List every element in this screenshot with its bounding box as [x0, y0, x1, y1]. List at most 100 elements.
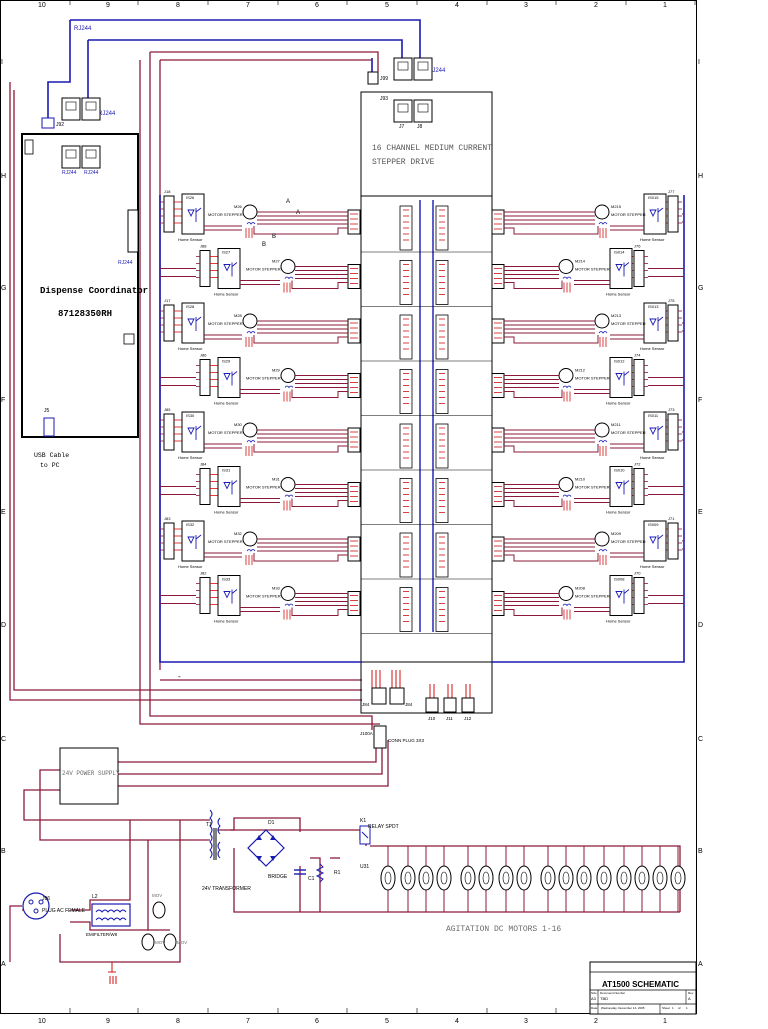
home-sensor-ref: IS32 — [186, 522, 195, 527]
border-col-top: 10 — [38, 2, 46, 9]
driver-channel-connector — [491, 427, 505, 453]
title-block-doc: TBD — [600, 996, 608, 1001]
border-row-right: D — [698, 622, 703, 629]
border-col-top: 4 — [455, 2, 459, 9]
signal-bus — [159, 195, 685, 663]
agitation-dc-motor — [670, 846, 686, 912]
driver-channel-connector — [347, 318, 361, 344]
driver-channel-connector — [347, 209, 361, 235]
border-row-right: H — [698, 173, 703, 180]
stepper-driver: 16 CHANNEL MEDIUM CURRENT STEPPER DRIVE — [347, 91, 505, 714]
home-sensor-label: Home Sensor — [214, 401, 239, 406]
motor-label: MOTOR STEPPER — [246, 376, 281, 381]
conn-j84-right: J84 — [405, 702, 413, 707]
sensor-connector-ref: J86 — [200, 353, 207, 358]
border-col-bottom: 9 — [106, 1018, 110, 1024]
bridge-rectifier: D1 BRIDGE — [247, 820, 288, 880]
title-block-doc-label: Document Number — [600, 991, 625, 995]
sensor-connector — [199, 250, 211, 287]
home-sensor-ref: IS31 — [222, 468, 231, 473]
motor-ref: M213 — [611, 313, 622, 318]
motor-label: MOTOR STEPPER — [575, 485, 610, 490]
transformer: T1 24V TRANSFORMER — [202, 809, 251, 892]
usb-connector-label: J5 — [44, 408, 50, 414]
dash-mark: - — [178, 672, 181, 681]
agitation-dc-motor — [652, 846, 668, 912]
coord-side-connector — [127, 209, 139, 253]
motor-label: MOTOR STEPPER — [208, 212, 243, 217]
power-supply: 24V POWER SUPPLY — [59, 747, 120, 805]
coord-jack — [41, 117, 55, 129]
home-sensor-ref: IS33 — [222, 577, 231, 582]
sensor-connector — [667, 413, 679, 451]
title-block-sheet: 1 — [672, 1006, 674, 1010]
border-col-bottom: 1 — [663, 1018, 667, 1024]
rj-jack-drv-2 — [413, 99, 433, 123]
conn-j11: J11 — [446, 716, 453, 721]
driver-channel-connector — [347, 591, 361, 616]
plug-ref: J96 — [42, 896, 50, 902]
conn-j12: J12 — [464, 716, 472, 721]
motor-ref: M210 — [575, 477, 586, 482]
title-block-size: A3 — [591, 996, 597, 1001]
rj-jack-label-j7: J7 — [399, 124, 405, 130]
sensor-connector-ref: J75 — [668, 298, 675, 303]
agitation-dc-motor — [576, 846, 592, 912]
sensor-connector — [163, 522, 175, 560]
border-col-bottom: 5 — [385, 1018, 389, 1024]
driver-channel-connector — [491, 318, 505, 344]
motor-label: MOTOR STEPPER — [575, 376, 610, 381]
rj-mid-label: RJ244 — [98, 111, 116, 117]
power-wiring — [9, 51, 681, 963]
title-block-sheets: 1 — [686, 1006, 688, 1010]
home-sensor-ref: IS011 — [648, 413, 659, 418]
sensor-connector-ref: J83 — [164, 516, 171, 521]
border-col-top: 7 — [246, 2, 250, 9]
sensor-connector-ref: J74 — [634, 353, 641, 358]
mov-label-2: MOV — [155, 940, 165, 945]
home-sensor-ref: IS009 — [648, 522, 659, 527]
border-col-bottom: 10 — [38, 1018, 46, 1024]
driver-header — [435, 369, 449, 414]
coord-side-rj-label: RJ244 — [118, 260, 133, 266]
home-sensor-label: Home Sensor — [640, 564, 665, 569]
driver-bottom-connectors: J84 J84 J10 J11 J12 J100A CONN PLUG 3X3 — [360, 670, 475, 749]
bridge-ref: D1 — [268, 820, 275, 826]
sensor-connector-ref: J18 — [164, 189, 171, 194]
driver-channel-connector — [491, 482, 505, 507]
motor-label: MOTOR STEPPER — [575, 267, 610, 272]
sensor-connector — [633, 250, 645, 287]
plug-label: PLUG AC FEMALE — [42, 908, 86, 914]
border-col-bottom: 6 — [315, 1018, 319, 1024]
motor-label: MOTOR STEPPER — [208, 430, 243, 435]
home-sensor-label: Home Sensor — [178, 455, 203, 460]
driver-header — [435, 423, 449, 469]
sensor-connector — [633, 577, 645, 614]
border-row-right: B — [698, 848, 703, 855]
driver-header — [399, 423, 413, 469]
motor-label: MOTOR STEPPER — [208, 321, 243, 326]
title-block-size-label: Size — [591, 991, 597, 995]
transformer-label: 24V TRANSFORMER — [202, 886, 251, 892]
border-row-left: B — [1, 848, 6, 855]
